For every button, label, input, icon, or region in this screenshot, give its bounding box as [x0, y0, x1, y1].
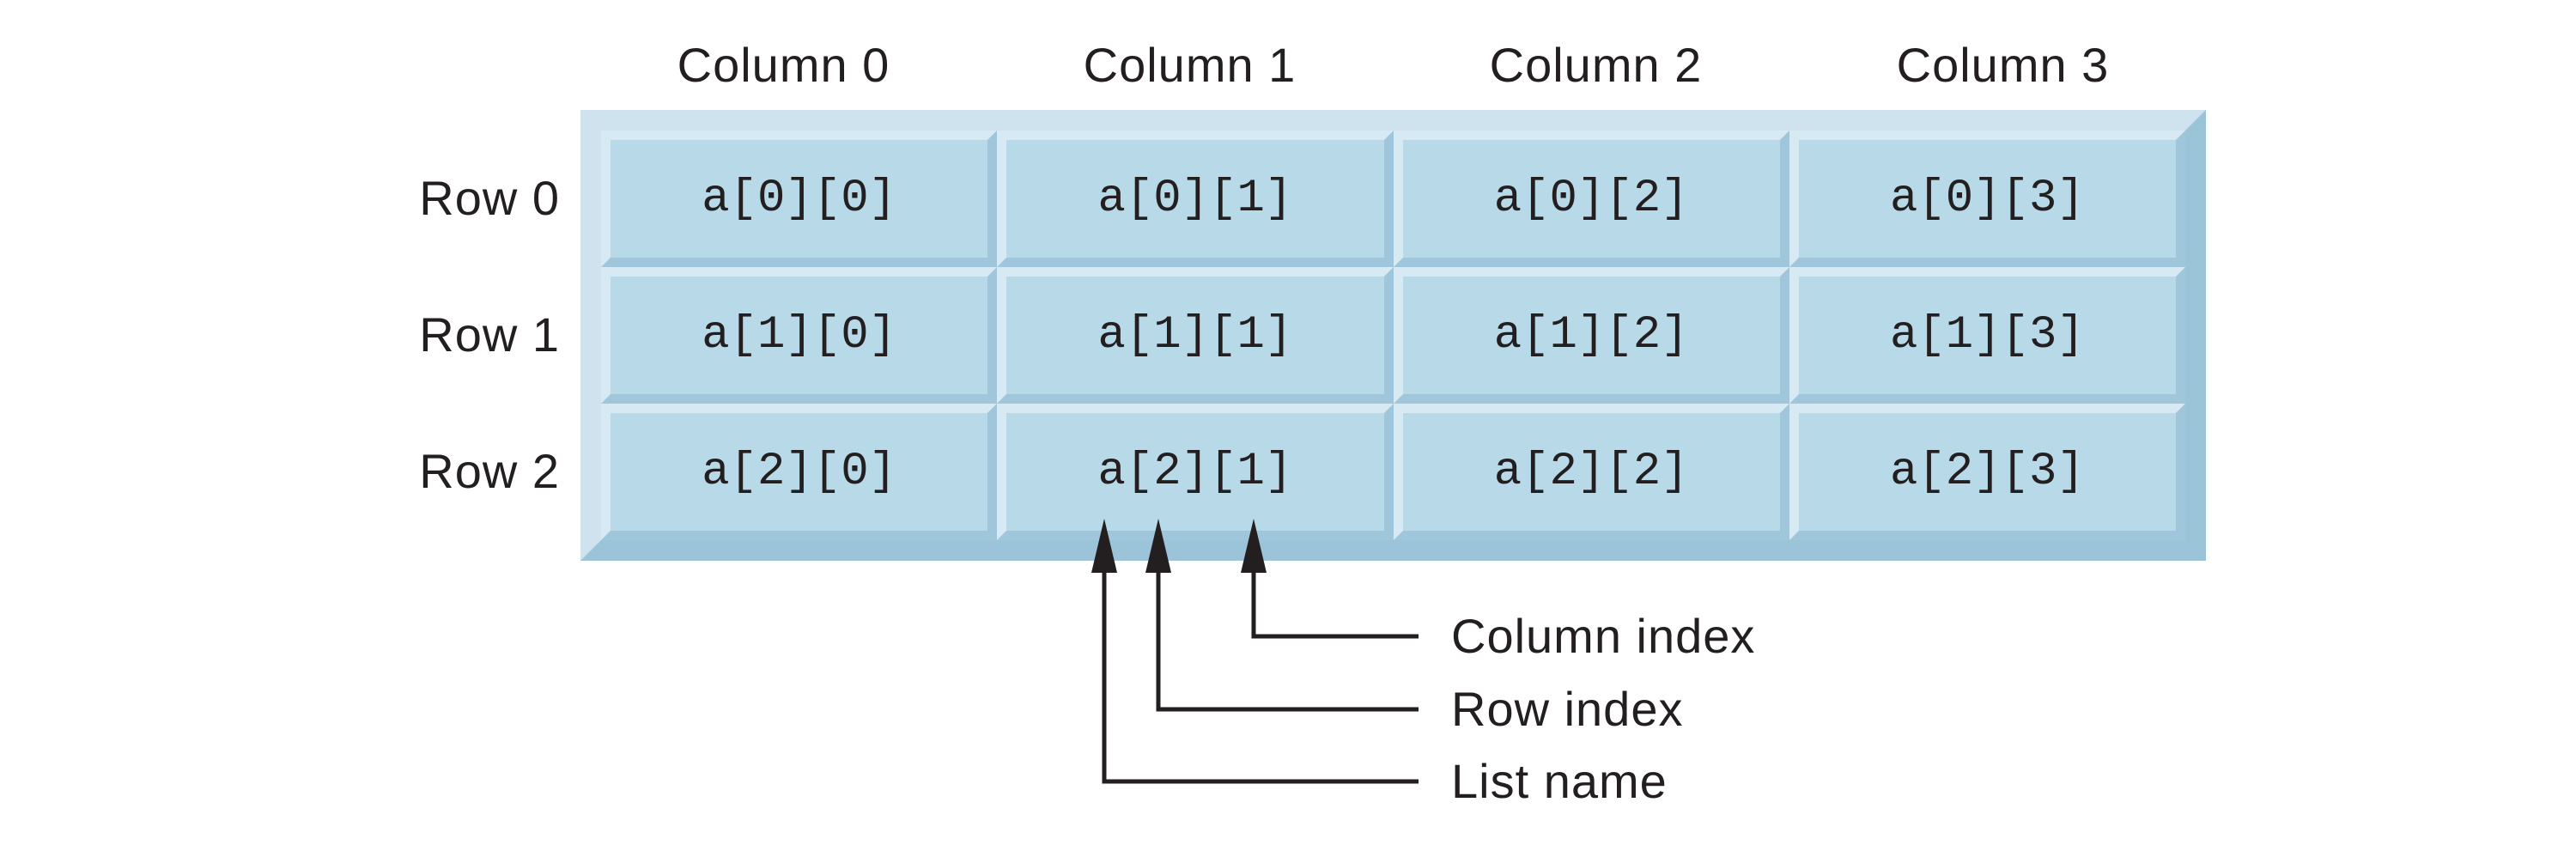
column-header-2: Column 2	[1489, 38, 1703, 92]
column-index-label: Column index	[1451, 609, 1756, 663]
row-header-1: Row 1	[419, 307, 560, 362]
array-cell-1-3: a[1][3]	[1789, 267, 2185, 404]
array-cell-2-0: a[2][0]	[601, 404, 998, 540]
array-cell-1-1: a[1][1]	[997, 267, 1394, 404]
column-index-arrow	[1241, 519, 1419, 639]
row-header-2: Row 2	[419, 444, 560, 498]
row-index-label: Row index	[1451, 682, 1684, 736]
array-cell-0-2: a[0][2]	[1393, 131, 1789, 267]
column-header-0: Column 0	[677, 38, 890, 92]
array-cell-2-3: a[2][3]	[1789, 404, 2185, 540]
array-cell-0-1: a[0][1]	[997, 131, 1394, 267]
list-name-label: List name	[1451, 754, 1668, 808]
array-cell-0-0: a[0][0]	[601, 131, 998, 267]
array-cell-0-3: a[0][3]	[1789, 131, 2185, 267]
array-table: a[0][0] a[0][1] a[0][2] a[0][3] a[1][0] …	[580, 110, 2206, 561]
row-header-0: Row 0	[419, 171, 560, 225]
column-header-3: Column 3	[1896, 38, 2110, 92]
array-cell-2-1: a[2][1]	[997, 404, 1394, 540]
list-name-arrow	[1091, 519, 1419, 784]
array-cell-2-2: a[2][2]	[1393, 404, 1789, 540]
column-header-1: Column 1	[1083, 38, 1297, 92]
array-cell-1-0: a[1][0]	[601, 267, 998, 404]
array-cell-1-2: a[1][2]	[1393, 267, 1789, 404]
row-index-arrow	[1145, 519, 1419, 712]
